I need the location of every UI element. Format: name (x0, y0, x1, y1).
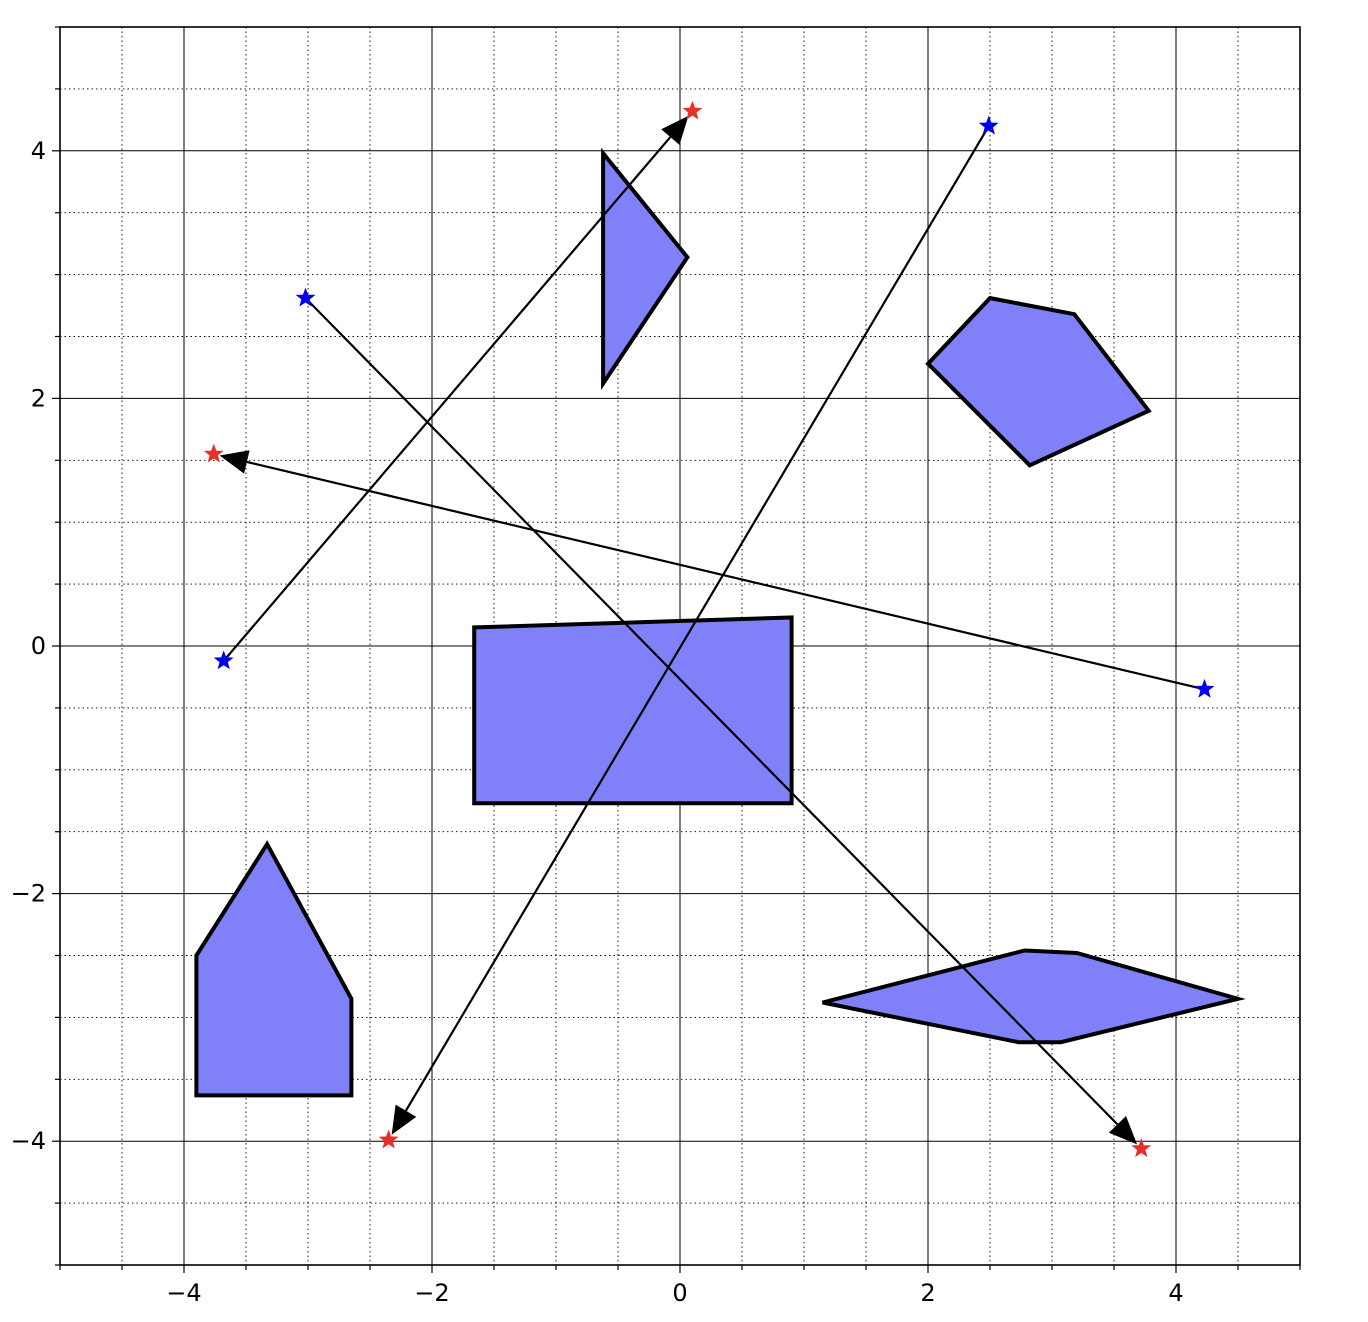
polygon-triangle (601, 147, 690, 391)
arrows (219, 115, 1205, 1145)
polygons (194, 147, 1246, 1098)
x-tick-label: 0 (672, 1279, 687, 1307)
y-tick-label: 4 (31, 137, 46, 165)
y-tick-label: 0 (31, 632, 46, 660)
arrow-head (1108, 1115, 1138, 1145)
y-tick-label: −2 (11, 880, 46, 908)
arrow-line (246, 460, 1205, 691)
grid (59, 26, 1301, 1266)
start-point-marker (295, 287, 316, 307)
end-point-marker (378, 1129, 399, 1149)
polygon-hexagon (822, 948, 1246, 1045)
arrow-head (661, 115, 689, 145)
x-tick-label: 2 (920, 1279, 935, 1307)
arrow-head (391, 1104, 417, 1135)
end-point-marker (203, 443, 224, 463)
arrow-head (219, 450, 250, 474)
start-point-marker (978, 115, 999, 135)
x-tick-label: −4 (166, 1279, 201, 1307)
arrow-line (404, 125, 990, 1112)
start-point-marker (1194, 678, 1215, 698)
y-tick-label: 2 (31, 384, 46, 412)
polygon-pentagon (925, 295, 1152, 468)
start-point-marker (213, 650, 234, 670)
arrow-line (304, 297, 1119, 1126)
x-tick-label: 4 (1168, 1279, 1183, 1307)
arrow-line (222, 136, 672, 662)
markers (203, 100, 1215, 1158)
y-tick-label: −4 (11, 1127, 46, 1155)
polygon-quadrilateral (472, 615, 794, 806)
end-point-marker (1131, 1138, 1152, 1158)
end-point-marker (682, 100, 703, 120)
polygon-house (194, 840, 354, 1098)
axis-ticks: −4 −2 0 2 4 −4 −2 0 2 4 (11, 26, 1301, 1307)
x-tick-label: −2 (414, 1279, 449, 1307)
